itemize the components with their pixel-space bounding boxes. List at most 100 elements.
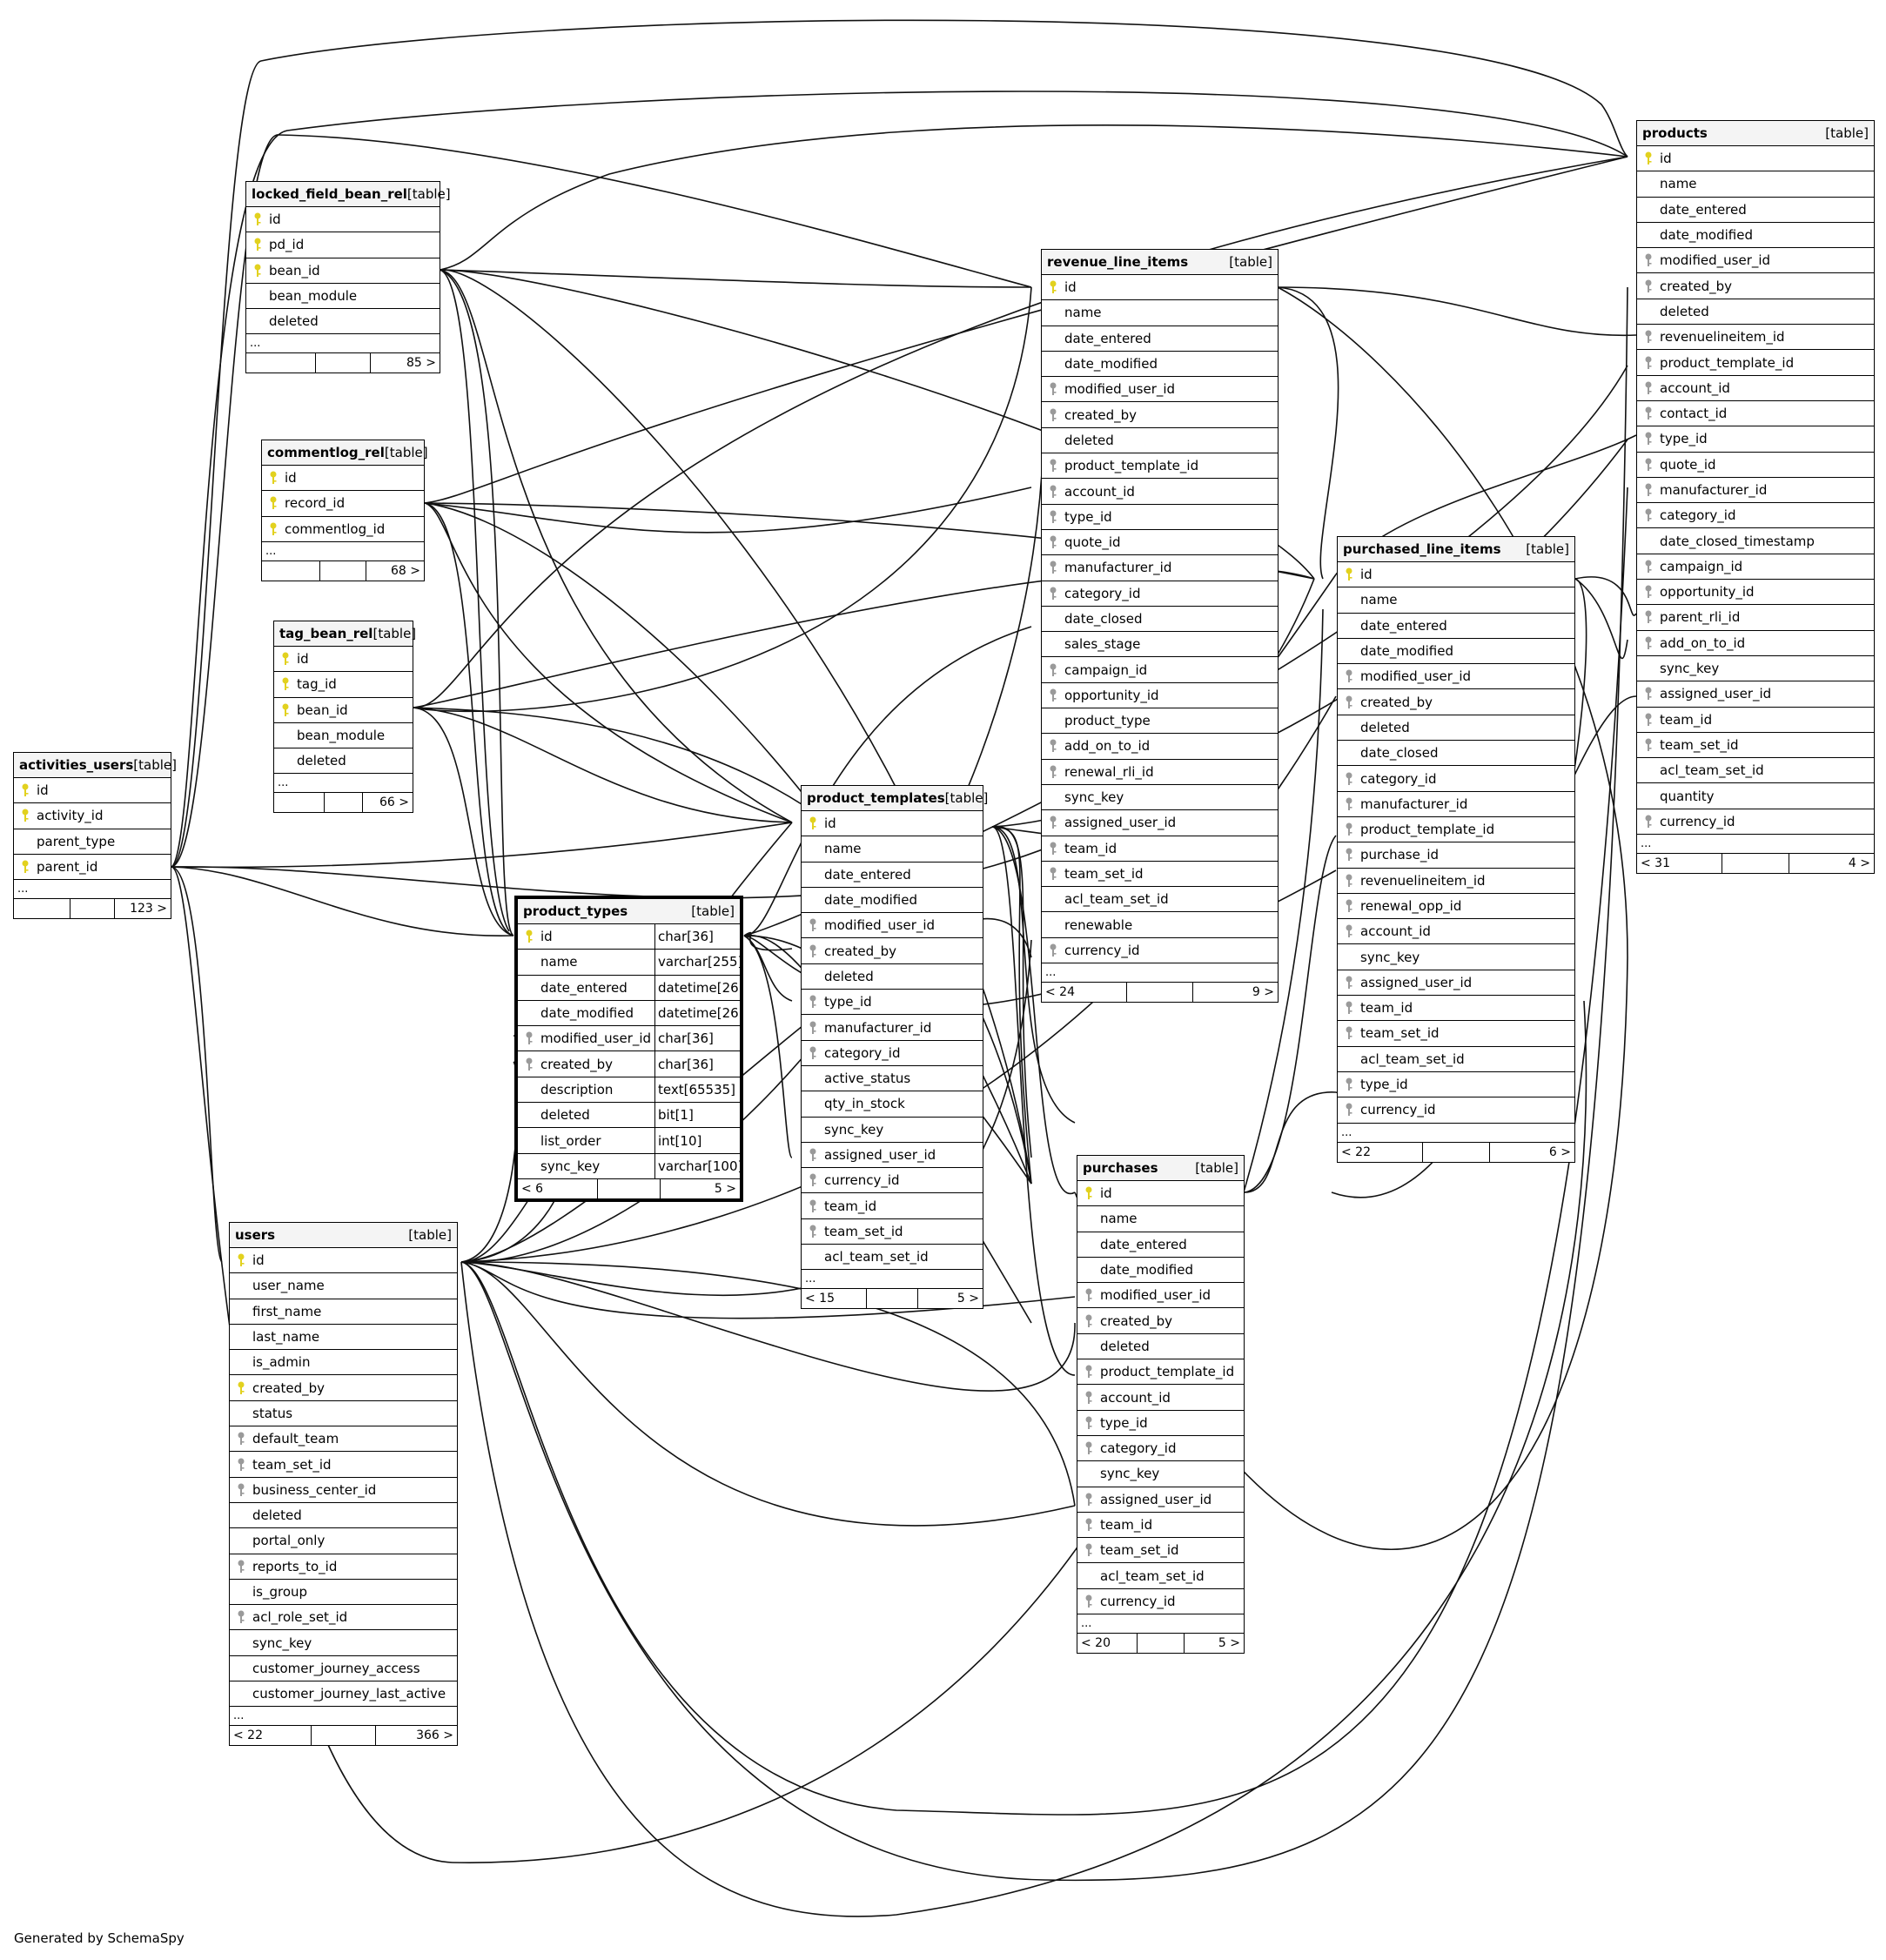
column-row[interactable]: date_modified bbox=[1042, 352, 1278, 378]
column-row[interactable]: tag_id bbox=[274, 672, 413, 698]
column-row[interactable]: deleted bbox=[1338, 715, 1574, 742]
column-row[interactable]: revenuelineitem_id bbox=[1637, 325, 1874, 351]
column-row[interactable]: team_set_id bbox=[1042, 862, 1278, 888]
footer-children[interactable]: 366 > bbox=[374, 1726, 457, 1746]
column-row[interactable]: id bbox=[274, 647, 413, 673]
column-row[interactable]: record_id bbox=[262, 491, 424, 517]
column-row[interactable]: date_entered bbox=[1338, 614, 1574, 639]
column-row[interactable]: campaign_id bbox=[1637, 554, 1874, 581]
column-row[interactable]: product_template_id bbox=[1077, 1359, 1244, 1386]
footer-parents[interactable] bbox=[246, 353, 315, 373]
column-row[interactable]: contact_id bbox=[1637, 401, 1874, 427]
footer-children[interactable]: 6 > bbox=[1488, 1142, 1574, 1162]
column-row[interactable]: sync_key bbox=[802, 1118, 983, 1143]
column-row[interactable]: account_id bbox=[1637, 376, 1874, 401]
table-name[interactable]: tag_bean_rel bbox=[279, 626, 373, 641]
table-name[interactable]: users bbox=[235, 1227, 276, 1243]
column-row[interactable]: team_id bbox=[1338, 996, 1574, 1022]
column-row[interactable]: assigned_user_id bbox=[1042, 810, 1278, 836]
column-row[interactable]: purchase_id bbox=[1338, 842, 1574, 869]
column-row[interactable]: bean_id bbox=[246, 258, 440, 284]
table-header[interactable]: product_templates[table] bbox=[802, 786, 988, 811]
column-row[interactable]: date_closed bbox=[1338, 741, 1574, 767]
column-row[interactable]: product_template_id bbox=[1338, 817, 1574, 843]
column-row[interactable]: sync_key bbox=[230, 1630, 457, 1656]
column-row[interactable]: id bbox=[230, 1248, 457, 1274]
footer-parents[interactable]: < 22 bbox=[233, 1728, 263, 1743]
column-row[interactable]: first_name bbox=[230, 1299, 457, 1325]
column-row[interactable]: team_id bbox=[802, 1193, 983, 1219]
column-row[interactable]: id bbox=[1637, 146, 1874, 172]
footer-parents[interactable] bbox=[274, 793, 324, 812]
column-row[interactable]: deleted bbox=[246, 309, 440, 335]
footer-parents[interactable]: < 6 bbox=[521, 1181, 544, 1196]
column-row[interactable]: revenuelineitem_id bbox=[1338, 869, 1574, 894]
table-header[interactable]: tag_bean_rel[table] bbox=[274, 621, 416, 647]
column-row[interactable]: team_set_id bbox=[802, 1219, 983, 1245]
column-row[interactable]: account_id bbox=[1077, 1385, 1244, 1411]
column-row[interactable]: acl_role_set_id bbox=[230, 1605, 457, 1631]
column-row[interactable]: renewable bbox=[1042, 912, 1278, 938]
column-row[interactable]: campaign_id bbox=[1042, 657, 1278, 683]
column-row[interactable]: type_id bbox=[1042, 505, 1278, 530]
footer-children[interactable]: 123 > bbox=[113, 899, 171, 919]
footer-children[interactable]: 5 > bbox=[1183, 1634, 1244, 1654]
column-row[interactable]: team_set_id bbox=[1077, 1538, 1244, 1564]
table-name[interactable]: revenue_line_items bbox=[1047, 254, 1189, 270]
column-row[interactable]: deleted bbox=[802, 964, 983, 990]
footer-parents[interactable]: < 24 bbox=[1045, 985, 1075, 1000]
table-header[interactable]: users[table] bbox=[230, 1223, 457, 1248]
column-row[interactable]: type_id bbox=[1077, 1411, 1244, 1436]
footer-children[interactable]: 5 > bbox=[916, 1289, 983, 1309]
column-row[interactable]: activity_id bbox=[14, 803, 171, 829]
table-name[interactable]: purchases bbox=[1083, 1160, 1158, 1176]
column-row[interactable]: customer_journey_last_active bbox=[230, 1681, 457, 1708]
column-row[interactable]: sales_stage bbox=[1042, 632, 1278, 658]
column-row[interactable]: is_group bbox=[230, 1580, 457, 1606]
column-row[interactable]: team_id bbox=[1042, 836, 1278, 862]
table-name[interactable]: product_templates bbox=[807, 790, 945, 806]
column-row[interactable]: created_by bbox=[1338, 689, 1574, 715]
column-row[interactable]: created_by bbox=[802, 938, 983, 964]
column-row[interactable]: renewal_opp_id bbox=[1338, 894, 1574, 920]
footer-children[interactable]: 9 > bbox=[1191, 983, 1278, 1003]
footer-parents[interactable] bbox=[14, 899, 70, 918]
column-row[interactable]: is_admin bbox=[230, 1350, 457, 1376]
table-header[interactable]: products[table] bbox=[1637, 121, 1874, 146]
column-row[interactable]: commentlog_id bbox=[262, 517, 424, 542]
column-row[interactable]: parent_id bbox=[14, 855, 171, 881]
column-row[interactable]: category_id bbox=[802, 1041, 983, 1066]
table-header[interactable]: product_types[table] bbox=[518, 899, 740, 924]
column-row[interactable]: manufacturer_id bbox=[1042, 555, 1278, 581]
column-row[interactable]: customer_journey_access bbox=[230, 1656, 457, 1682]
table-name[interactable]: purchased_line_items bbox=[1343, 541, 1501, 557]
column-row[interactable]: id bbox=[802, 811, 983, 837]
column-row[interactable]: add_on_to_id bbox=[1637, 631, 1874, 656]
column-row[interactable]: created_by bbox=[1637, 273, 1874, 299]
column-row[interactable]: date_modified bbox=[1637, 223, 1874, 249]
column-row[interactable]: bean_module bbox=[274, 723, 413, 749]
table-header[interactable]: locked_field_bean_rel[table] bbox=[246, 182, 451, 207]
column-row[interactable]: name bbox=[1042, 300, 1278, 326]
column-row[interactable]: sync_key bbox=[1637, 656, 1874, 682]
column-row[interactable]: parent_type bbox=[14, 829, 171, 855]
column-row[interactable]: currency_id bbox=[1077, 1589, 1244, 1615]
column-row[interactable]: id bbox=[14, 778, 171, 804]
column-row[interactable]: deleted bbox=[1042, 428, 1278, 454]
column-row[interactable]: date_entered bbox=[802, 863, 983, 888]
table-name[interactable]: locked_field_bean_rel bbox=[252, 186, 407, 202]
column-row[interactable]: created_by bbox=[1042, 402, 1278, 428]
column-row[interactable]: category_id bbox=[1077, 1436, 1244, 1462]
footer-parents[interactable]: < 15 bbox=[805, 1292, 835, 1306]
